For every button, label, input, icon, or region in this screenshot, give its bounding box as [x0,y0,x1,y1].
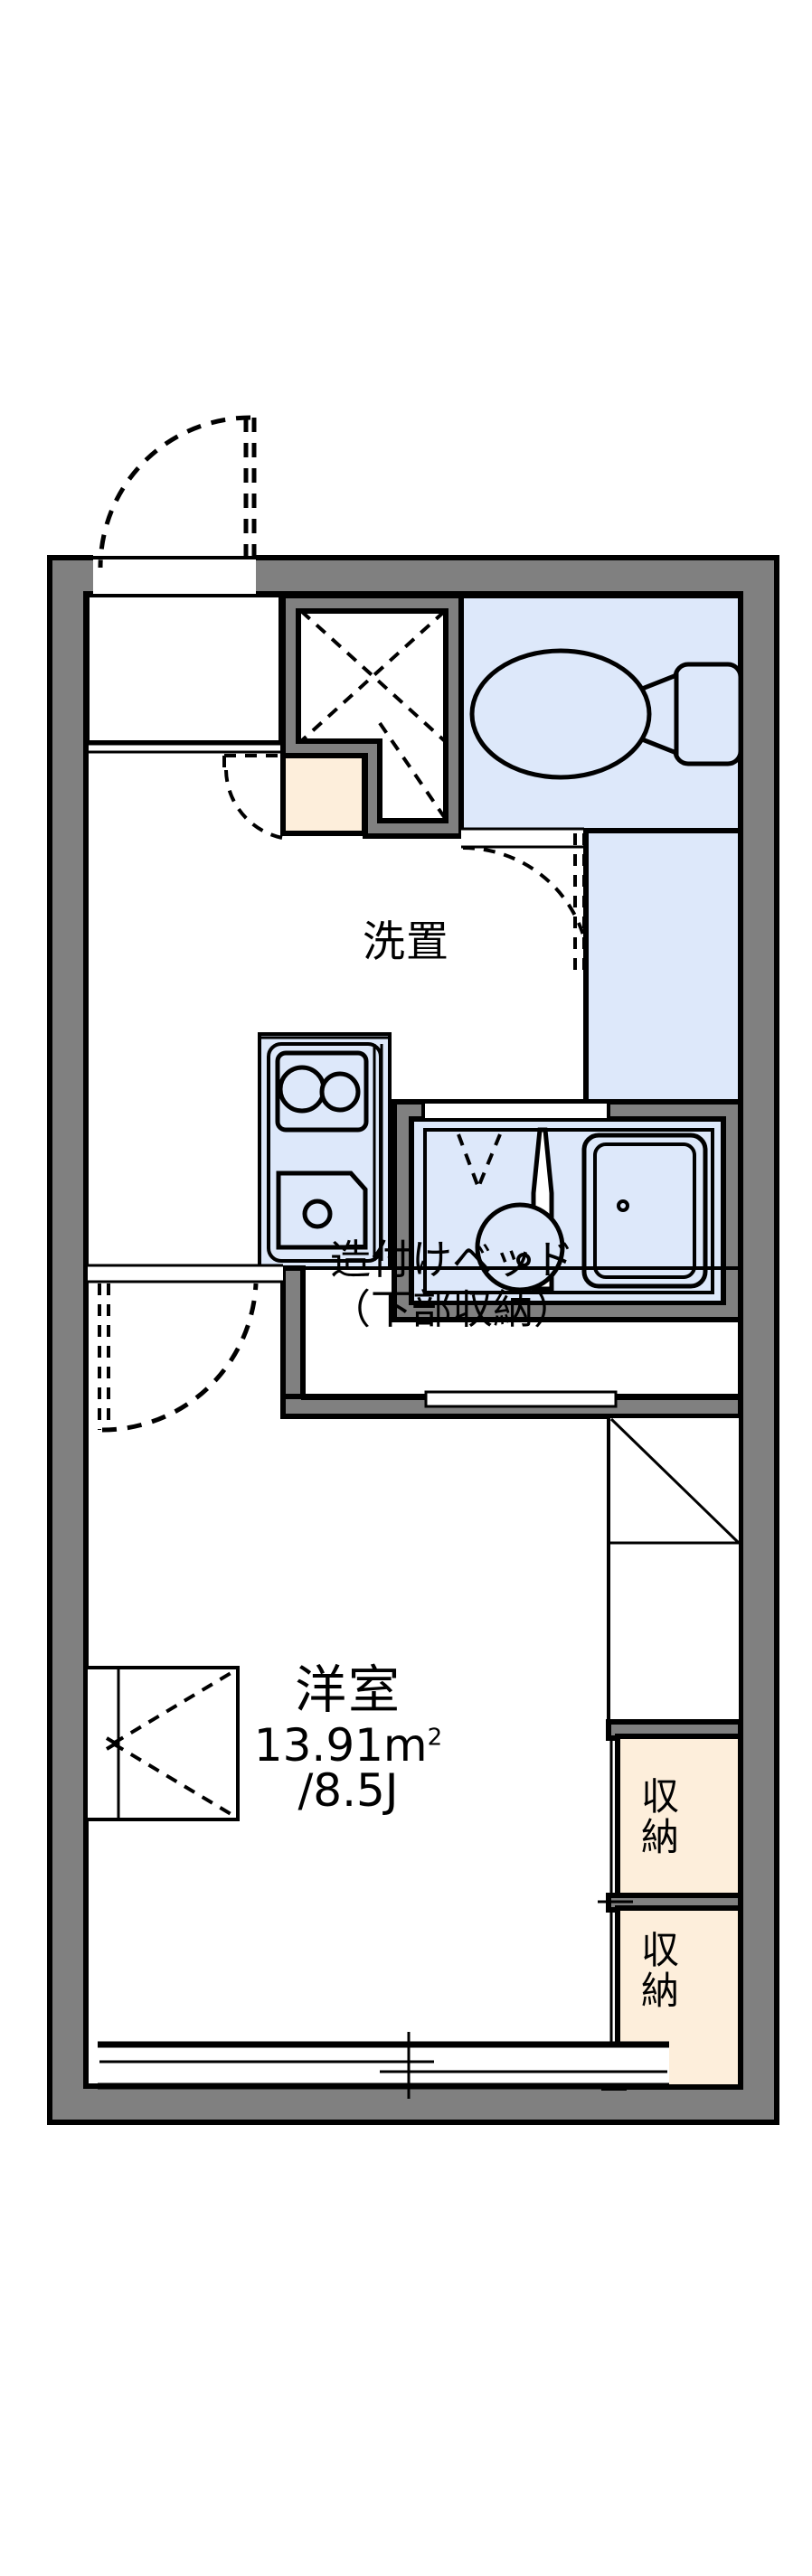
stove-burners [275,1050,369,1133]
upper-alcove[interactable] [607,1415,742,1729]
toilet-fixture [469,648,743,780]
storage-lower-label-char1: 収 [640,1928,679,1972]
entrance-door-swing-arc [98,415,251,569]
main-room-label: 洋室 13.91m2 /8.5J [185,1660,511,1817]
main-room-area-jo: /8.5J [297,1763,399,1817]
entrance-door[interactable] [93,415,257,597]
washer-space[interactable] [573,828,743,1106]
bathtub [581,1133,708,1289]
built-in-bed-door[interactable] [88,1264,283,1433]
washer-space-label: 洗置 [363,917,449,967]
kitchen[interactable] [258,1032,392,1270]
main-room-area-metric: 13.91m2 [185,1721,511,1770]
toilet-room[interactable] [458,593,743,833]
storage-lower-label: 収 納 [597,1930,723,2012]
main-room-name: 洋室 [295,1660,401,1720]
main-room-area-value: 13.91m [253,1718,428,1772]
left-casement-window[interactable] [84,1666,240,1821]
built-in-bed-label-line2: （下部収納） [329,1284,574,1333]
main-room-area-superscript: 2 [427,1723,443,1751]
built-in-bed-label: 造付けベッド （下部収納） [226,1236,678,1333]
storage-upper-label: 収 納 [597,1776,723,1858]
washer-space-door[interactable] [573,833,586,974]
bottom-sliding-window[interactable] [98,2032,669,2099]
built-in-bed-door-swing-arc [101,1283,259,1433]
built-in-bed-label-line1: 造付けベッド [329,1236,574,1283]
unit-bath[interactable] [392,1099,743,1322]
kitchen-sink [276,1170,368,1250]
storage-upper[interactable] [606,1719,743,1903]
storage-upper-label-char1: 収 [640,1774,679,1819]
built-in-bed-room[interactable] [280,1265,743,1419]
storage-upper-sliding-door[interactable] [609,1738,620,1903]
shoe-box[interactable] [222,747,367,841]
storage-lower-label-char2: 納 [640,1969,679,2014]
entrance-door-leaf [243,418,257,559]
storage-upper-label-char2: 納 [640,1815,679,1860]
entry-closet[interactable] [86,594,288,754]
entry-closet-door[interactable] [222,754,288,841]
